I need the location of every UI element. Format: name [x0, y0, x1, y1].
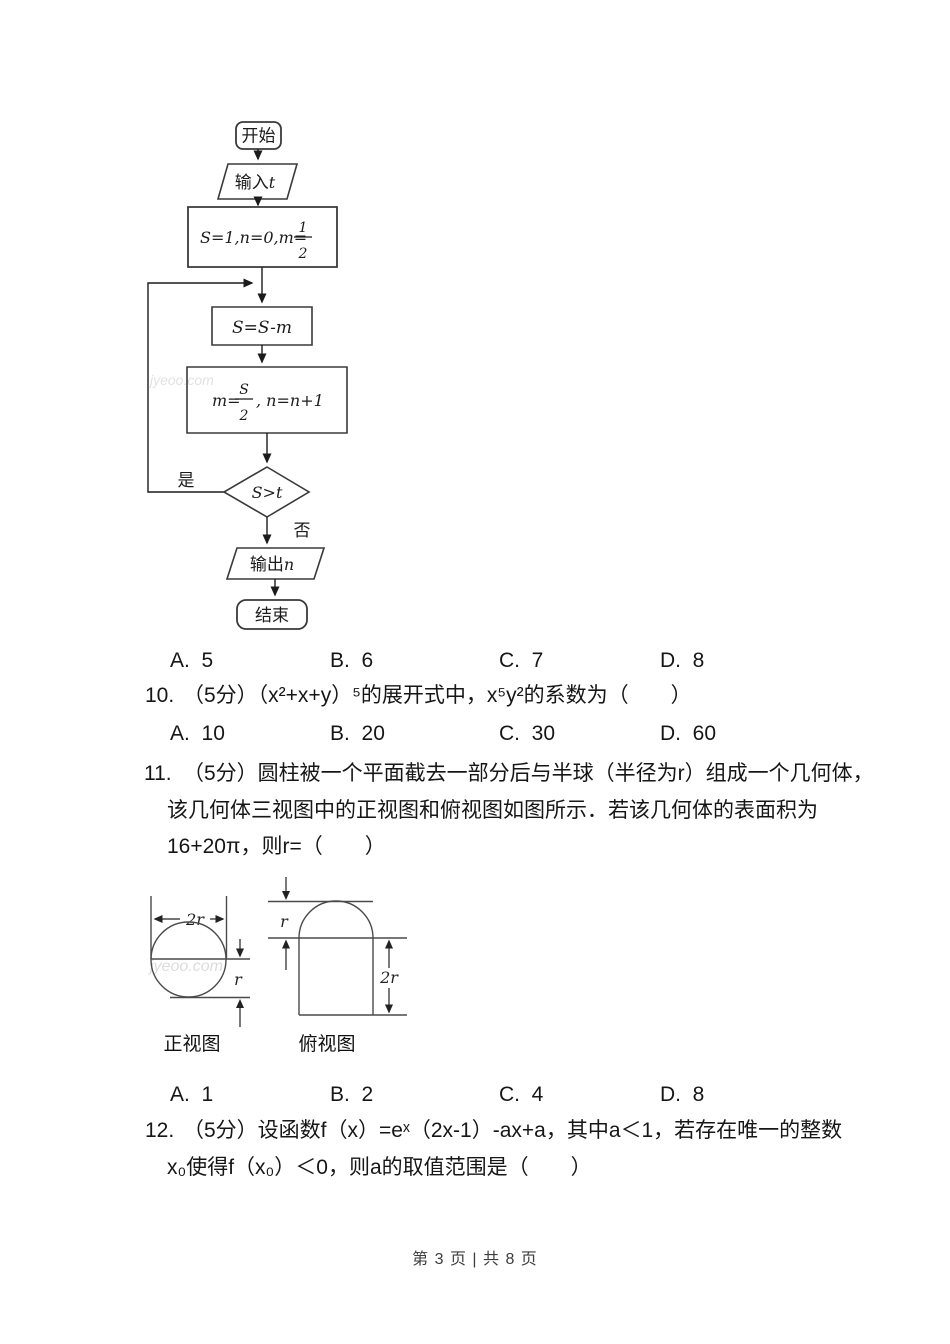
q10-options-row: A. 10 B. 20 C. 30 D. 60	[0, 722, 950, 748]
watermark: jyeoo.com	[150, 958, 223, 975]
update-fraction-numerator: S	[239, 382, 249, 398]
three-view-diagram: 2r r 正视图 r 2r 俯视图	[140, 870, 420, 1055]
program-flowchart: 开始 输入t S=1,n=0,m= 1 2 S=S-m m= S 2 , n=n…	[140, 115, 370, 640]
flowchart-input-label: 输入t	[235, 173, 276, 192]
front-view-caption: 正视图	[163, 1033, 220, 1055]
q12-text-line2: x₀使得f（x₀）＜0，则a的取值范围是（ ）	[167, 1156, 592, 1179]
q11-number: 11.	[144, 762, 172, 785]
top-view: r 2r 俯视图	[268, 877, 407, 1055]
option-c: C. 30	[499, 722, 556, 745]
option-d: D. 8	[660, 1083, 705, 1106]
front-radius-label: r	[234, 970, 243, 989]
q11-text-line3: 16+20π，则r=（ ）	[167, 835, 386, 858]
option-a: A. 10	[170, 722, 225, 745]
option-b: B. 6	[330, 649, 374, 672]
dome-arc	[299, 901, 373, 938]
front-width-label: 2r	[185, 910, 205, 929]
page-footer: 第 3 页 | 共 8 页	[412, 1251, 538, 1268]
q10-number: 10.	[145, 684, 175, 707]
top-radius-label: r	[280, 912, 289, 931]
option-b: B. 2	[330, 1083, 374, 1106]
front-view: 2r r 正视图	[151, 896, 250, 1055]
flowchart-end-node	[237, 600, 307, 629]
no-branch-label: 否	[294, 521, 311, 540]
option-b: B. 20	[330, 722, 385, 745]
decision-condition: S>t	[252, 483, 283, 502]
init-fraction-numerator: 1	[299, 220, 308, 236]
flowchart-input-node	[218, 164, 297, 199]
q10-text: （5分）（x²+x+y）⁵的展开式中，x⁵y²的系数为（ ）	[183, 684, 692, 707]
flowchart-start-label: 开始	[242, 127, 276, 146]
loop-back-line	[148, 278, 254, 492]
q11-text-line2: 该几何体三视图中的正视图和俯视图如图所示．若该几何体的表面积为	[167, 799, 818, 822]
q9-options-row: A. 5 B. 6 C. 7 D. 8	[0, 649, 950, 675]
top-height-label: 2r	[379, 968, 399, 987]
update-prefix: m=	[212, 391, 241, 410]
option-c: C. 7	[499, 649, 544, 672]
q11-text-line1: （5分）圆柱被一个平面截去一部分后与半球（半径为r）组成一个几何体，	[183, 762, 874, 785]
q12-number: 12.	[145, 1119, 175, 1142]
subtract-expression: S=S-m	[232, 318, 292, 338]
flowchart-output-label: 输出n	[250, 555, 294, 574]
q12-text-line1: （5分）设函数f（x）=eˣ（2x-1）-ax+a，其中a＜1，若存在唯一的整数	[183, 1119, 843, 1142]
option-d: D. 8	[660, 649, 705, 672]
update-fraction-denominator: 2	[239, 408, 249, 424]
option-a: A. 1	[170, 1083, 214, 1106]
update-suffix: , n=n+1	[256, 391, 324, 410]
top-view-caption: 俯视图	[298, 1033, 355, 1055]
q11-options-row: A. 1 B. 2 C. 4 D. 8	[0, 1083, 950, 1109]
flowchart-output-node	[227, 548, 324, 579]
option-d: D. 60	[660, 722, 717, 745]
init-expression: S=1,n=0,m=	[200, 228, 307, 247]
flowchart-end-label: 结束	[255, 606, 289, 625]
watermark: jyeoo.com	[150, 372, 214, 388]
yes-branch-label: 是	[178, 471, 195, 490]
option-a: A. 5	[170, 649, 214, 672]
init-fraction-denominator: 2	[298, 246, 308, 262]
option-c: C. 4	[499, 1083, 544, 1106]
